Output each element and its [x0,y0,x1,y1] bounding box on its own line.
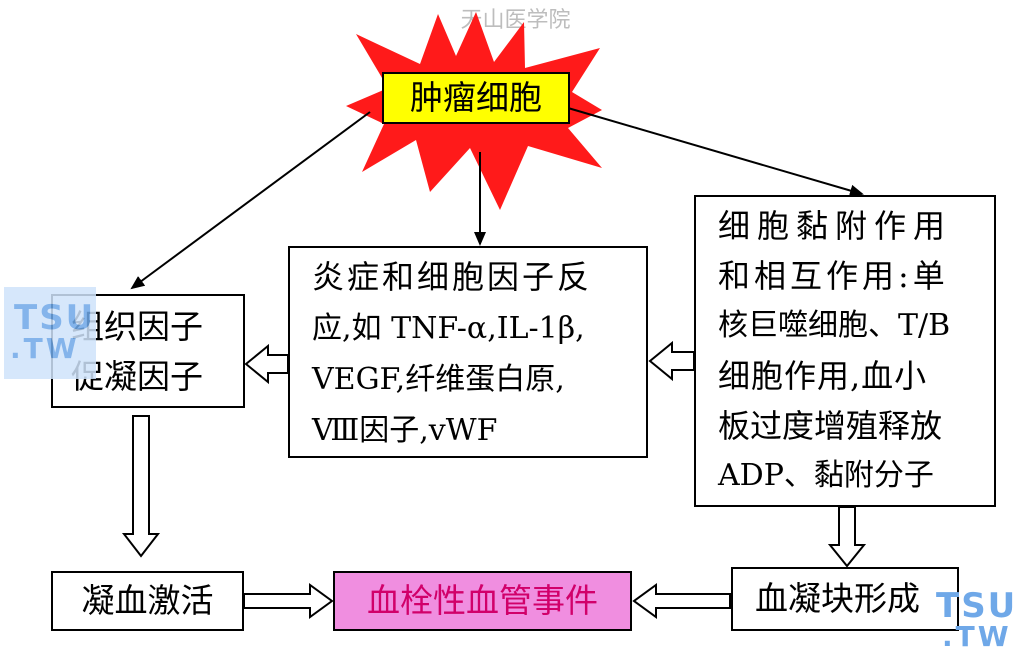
inflammation-line-4: Ⅷ因子,vWF [312,413,498,448]
coagulation-activation-node: 凝血激活 [51,571,244,631]
adhesion-line-3: 核巨噬细胞、T/B [718,308,951,343]
hollow-arrow-tissue-factor-to-activation [121,415,161,558]
adhesion-line-5: 板过度增殖释放 [718,407,943,445]
clot-formation-node: 血凝块形成 [731,567,959,631]
adhesion-line-2: 和相互作用:单 [718,257,949,295]
tumor-cells-node: 肿瘤细胞 [382,72,570,124]
adhesion-line-6: ADP、黏附分子 [718,458,934,493]
hollow-arrow-clot-to-event [632,583,731,619]
hollow-arrow-inflammation-to-tissue-factor [244,343,289,385]
adhesion-line-4: 细胞作用,血小 [718,357,928,395]
logo-right-line-2: .TW [942,620,1012,653]
inflammation-line-1: 炎症和细胞因子反 [312,258,593,296]
logo-right-line-1: TSU [936,586,1018,626]
inflammation-line-3: VEGF,纤维蛋白原, [312,362,565,397]
adhesion-line-1: 细胞黏附作用 [718,207,953,245]
watermark-logo-right: TSU .TW [936,587,1031,665]
thrombotic-event-node: 血栓性血管事件 [333,571,632,631]
logo-left-line-1: TSU [14,298,96,338]
arrow-tumor-to-adhesion [567,107,864,197]
arrow-tumor-to-tissue-factor [130,111,371,290]
hollow-arrow-activation-to-event [243,583,334,619]
inflammation-line-2: 应,如 TNF-α,IL-1β, [312,311,585,346]
tissue-factor-line-1: 组织因子 [71,307,203,346]
hollow-arrow-adhesion-to-clot [827,506,867,568]
adhesion-node: 细胞黏附作用 和相互作用:单 核巨噬细胞、T/B 细胞作用,血小 板过度增殖释放… [694,195,996,507]
watermark-logo-left: TSU .TW [4,287,96,379]
logo-left-line-2: .TW [10,332,80,365]
tissue-factor-line-2: 促凝因子 [71,357,203,396]
hollow-arrow-adhesion-to-inflammation [648,340,695,382]
inflammation-node: 炎症和细胞因子反 应,如 TNF-α,IL-1β, VEGF,纤维蛋白原, Ⅷ因… [288,246,648,458]
